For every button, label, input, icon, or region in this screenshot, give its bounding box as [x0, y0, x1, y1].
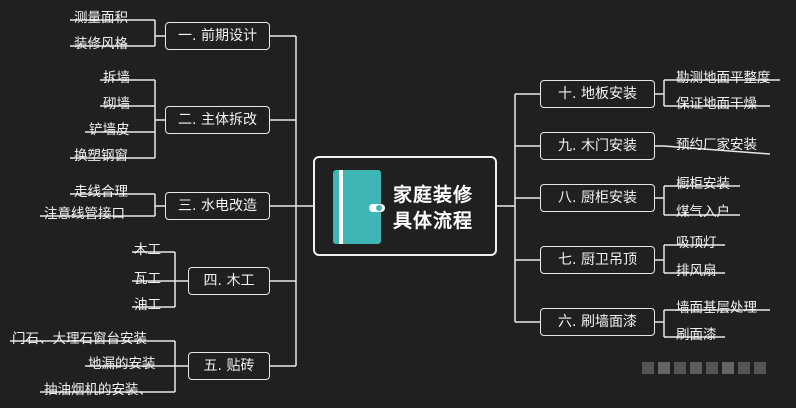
leaf-measure-area: 测量面积 [74, 10, 128, 26]
leaf-wall-prep: 墙面基层处理 [676, 300, 757, 316]
node-ceiling: 七. 厨卫吊顶 [540, 246, 655, 274]
leaf-cabinet: 橱柜安装 [676, 176, 730, 192]
leaf-ceiling-light: 吸顶灯 [676, 235, 717, 251]
leaf-book-vendor: 预约厂家安装 [676, 137, 757, 153]
center-node: 家庭装修 具体流程 [313, 156, 497, 256]
node-predesign: 一. 前期设计 [165, 22, 270, 50]
leaf-demolish-wall: 拆墙 [103, 70, 130, 86]
leaf-conduit-joints: 注意线管接口 [44, 206, 125, 222]
center-title-line1: 家庭装修 [393, 184, 474, 206]
leaf-painting: 油工 [134, 297, 161, 313]
leaf-keep-dry: 保证地面干燥 [676, 96, 757, 112]
node-floor-install: 十. 地板安装 [540, 80, 655, 108]
center-title: 家庭装修 具体流程 [393, 182, 497, 234]
node-door-install: 九. 木门安装 [540, 132, 655, 160]
leaf-survey-flatness: 勘测地面平整度 [676, 70, 771, 86]
leaf-range-hood: 抽油烟机的安装、 [44, 382, 152, 398]
leaf-masonry: 瓦工 [134, 271, 161, 287]
leaf-stone-sill: 门石、大理石窗台安装 [12, 331, 147, 347]
node-wall-paint: 六. 刷墙面漆 [540, 308, 655, 336]
leaf-replace-window: 换塑钢窗 [74, 148, 128, 164]
leaf-woodwork: 木工 [134, 242, 161, 258]
leaf-scrape-wall: 铲墙皮 [89, 122, 130, 138]
leaf-floor-drain: 地漏的安装 [88, 356, 156, 372]
leaf-build-wall: 砌墙 [103, 96, 130, 112]
leaf-routing: 走线合理 [74, 184, 128, 200]
node-plumbing-electrical: 三. 水电改造 [165, 192, 270, 220]
node-carpentry: 四. 木工 [188, 267, 270, 295]
leaf-exhaust-fan: 排风扇 [676, 263, 717, 279]
node-tiling: 五. 贴砖 [188, 352, 270, 380]
center-title-line2: 具体流程 [393, 210, 474, 232]
leaf-topcoat: 刷面漆 [676, 327, 717, 343]
blurred-watermark [640, 360, 790, 400]
node-structural-demolition: 二. 主体拆改 [165, 106, 270, 134]
leaf-decor-style: 装修风格 [74, 36, 128, 52]
node-cabinet-install: 八. 厨柜安装 [540, 184, 655, 212]
book-icon [333, 170, 385, 244]
leaf-gas-line: 煤气入户 [676, 204, 730, 220]
